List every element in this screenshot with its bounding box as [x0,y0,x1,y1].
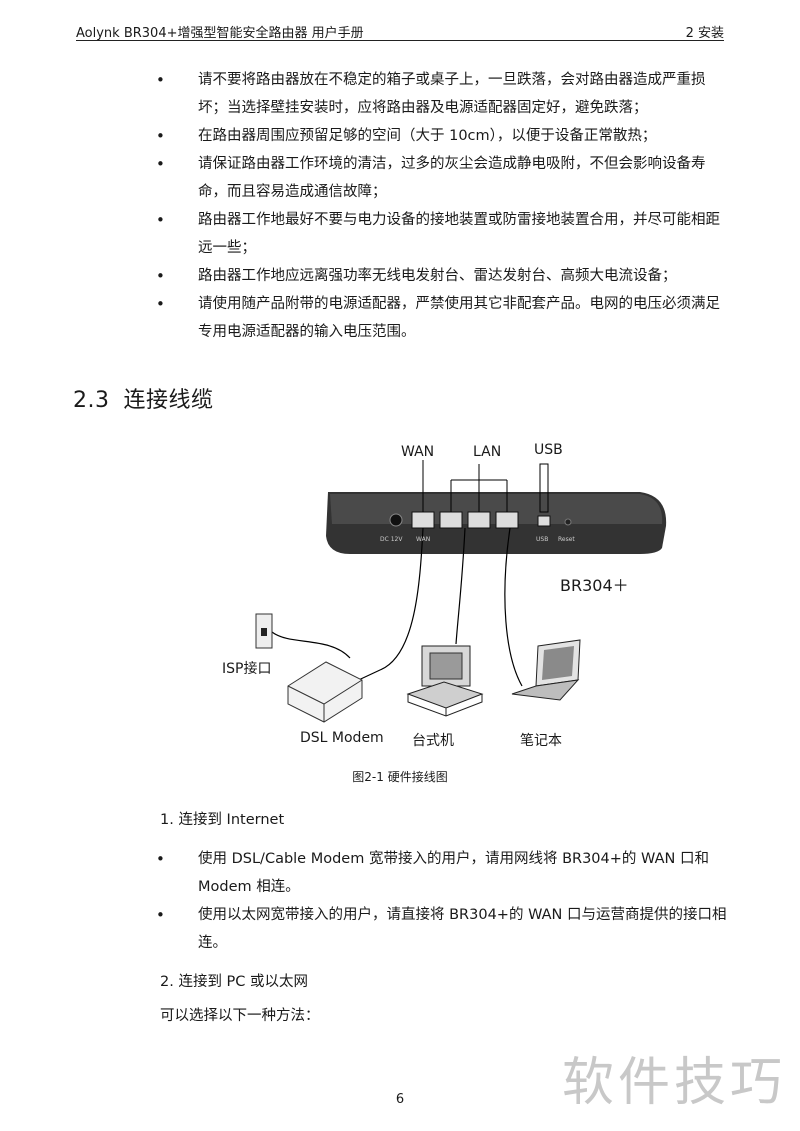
list-item: 请不要将路由器放在不稳定的箱子或桌子上，一旦跌落，会对路由器造成严重损坏；当选择… [150,66,728,122]
list-item: 路由器工作地最好不要与电力设备的接地装置或防雷接地装置合用，并尽可能相距远一些； [150,206,728,262]
page-number: 6 [395,1092,405,1107]
list-item: 在路由器周围应预留足够的空间（大于 10cm），以便于设备正常散热； [150,122,728,150]
lan-port-3 [495,511,519,529]
usb-port [537,515,551,527]
reset-port-label: Reset [558,536,575,543]
usb-callout [539,463,549,513]
lan-cable-desktop [455,527,466,645]
list-item: 请保证路由器工作环境的清洁，过多的灰尘会造成静电吸附，不但会影响设备寿命，而且容… [150,150,728,206]
laptop-label: 笔记本 [520,733,562,749]
wan-cable [349,527,424,685]
usb-label: USB [534,442,563,458]
isp-cable [271,631,351,659]
wan-port [411,511,435,529]
wiring-illustration [255,460,667,723]
list-item: 请使用随产品附带的电源适配器，严禁使用其它非配套产品。电网的电压必须满足专用电源… [150,290,728,346]
wan-port-label: WAN [416,536,431,543]
header-chapter: 2 安装 [685,26,724,41]
precaution-list: 请不要将路由器放在不稳定的箱子或桌子上，一旦跌落，会对路由器造成严重损坏；当选择… [150,66,728,346]
subsection-pc: 2. 连接到 PC 或以太网 [160,974,309,990]
isp-label: ISP接口 [222,661,272,677]
section-title: 连接线缆 [123,388,214,413]
internet-connection-list: 使用 DSL/Cable Modem 宽带接入的用户，请用网线将 BR304+的… [150,845,728,957]
dsl-modem-label: DSL Modem [300,730,384,746]
header-title: Aolynk BR304+增强型智能安全路由器 用户手册 [76,26,364,41]
lan-cable-laptop [504,527,523,687]
model-label: BR304＋ [560,576,629,595]
watermark: 软件技巧 [561,1053,786,1113]
page-header: Aolynk BR304+增强型智能安全路由器 用户手册 2 安装 [76,20,724,41]
list-item: 路由器工作地应远离强功率无线电发射台、雷达发射台、高频大电流设备； [150,262,728,290]
dsl-modem [287,661,363,723]
lan-label: LAN [473,444,502,460]
wan-label: WAN [401,444,435,460]
list-item: 使用 DSL/Cable Modem 宽带接入的用户，请用网线将 BR304+的… [150,845,728,901]
body-text: 可以选择以下一种方法： [160,1008,320,1024]
laptop-keyboard [511,679,580,701]
dc-port-label: DC 12V [380,536,403,543]
figure-caption: 图2-1 硬件接线图 [352,770,448,784]
subsection-internet: 1. 连接到 Internet [160,812,285,828]
section-heading: 2.3 连接线缆 [73,382,214,414]
dc-port [389,513,403,527]
wiring-diagram: WAN LAN USB BR304＋ ISP接口 DSL Modem 台式机 笔… [200,436,670,756]
section-number: 2.3 [73,388,110,413]
list-item: 使用以太网宽带接入的用户，请直接将 BR304+的 WAN 口与运营商提供的接口… [150,901,728,957]
desktop-case [406,681,484,709]
desktop-label: 台式机 [412,733,454,749]
lan-port-2 [467,511,491,529]
reset-button [564,518,572,526]
lan-port-1 [439,511,463,529]
usb-port-label: USB [536,536,549,543]
